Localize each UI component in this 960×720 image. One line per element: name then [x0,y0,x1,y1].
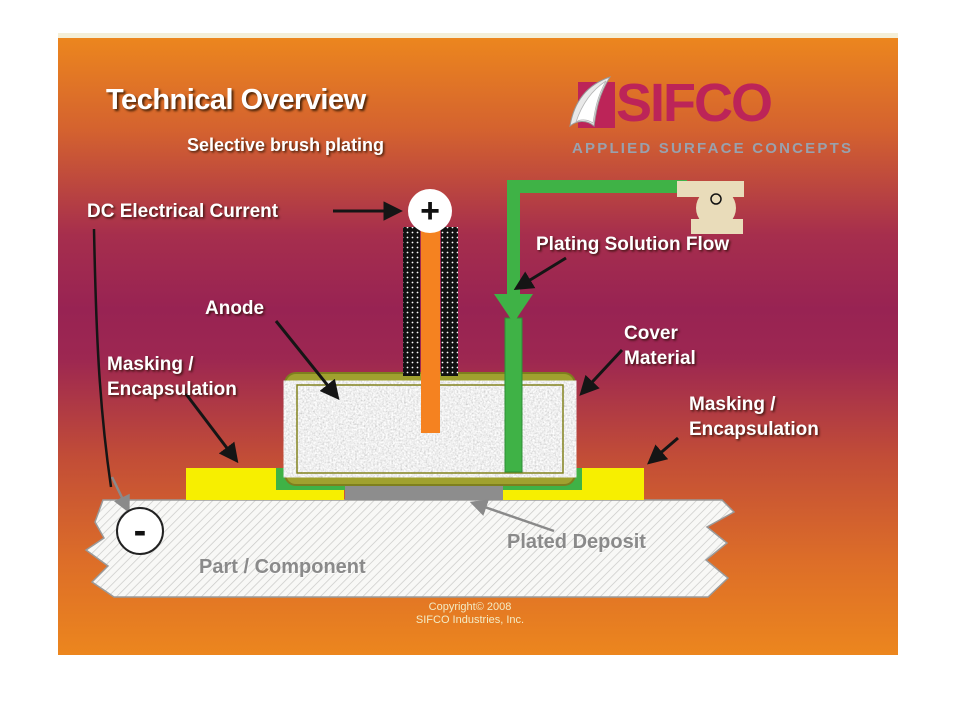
solution-tube-lower [504,317,523,473]
dc-current-label: DC Electrical Current [87,201,279,222]
masking-left-line2: Encapsulation [107,379,237,400]
page-title: Technical Overview [106,84,366,116]
positive-terminal: + [408,189,452,233]
solution-pipe-vertical [507,180,520,296]
brush-band-right [441,227,458,376]
plating-flow-label: Plating Solution Flow [536,234,730,255]
copyright-line1: Copyright© 2008 [428,601,512,613]
pump-icon [677,181,744,234]
sifco-tagline: APPLIED SURFACE CONCEPTS [572,140,854,157]
anode-arrow [274,320,340,401]
cover-material-label: Cover Material [624,321,696,371]
cover-material-arrow [579,348,624,396]
masking-right-arrow [647,436,679,465]
masking-right-line2: Encapsulation [689,419,819,440]
masking-left-label: Masking / Encapsulation [107,352,237,402]
masking-right-label: Masking / Encapsulation [689,392,819,442]
plated-deposit-label: Plated Deposit [507,531,646,553]
minus-sign: - [133,510,147,552]
sifco-logo-text: SIFCO [616,73,773,133]
anode-rod [421,224,440,433]
anode-label: Anode [205,298,265,319]
cover-material-line2: Material [624,348,696,369]
solution-flow-arrowhead [494,294,533,323]
cover-material-line1: Cover [624,323,678,344]
page-subtitle: Selective brush plating [187,135,385,155]
masking-left-arrow [184,393,239,464]
masking-left-line1: Masking / [107,354,194,375]
copyright-notice: Copyright© 2008 SIFCO Industries, Inc. [365,601,575,627]
copyright-line2: SIFCO Industries, Inc. [415,614,525,626]
masking-right-line1: Masking / [689,394,776,415]
plated-deposit-arrow [469,499,555,533]
brush-band-left [403,227,420,376]
plus-sign: + [420,191,440,230]
dc-to-minus-line [92,228,113,488]
negative-terminal: - [116,507,164,555]
plated-deposit-bar [345,484,503,500]
minus-terminal-arrow [110,476,130,514]
plating-flow-arrow [513,256,567,291]
solution-pipe-horizontal [507,180,687,193]
part-component-label: Part / Component [199,556,366,578]
sifco-logo-icon [569,76,615,128]
slide-top-border [58,33,898,38]
part-component-band [84,499,736,598]
